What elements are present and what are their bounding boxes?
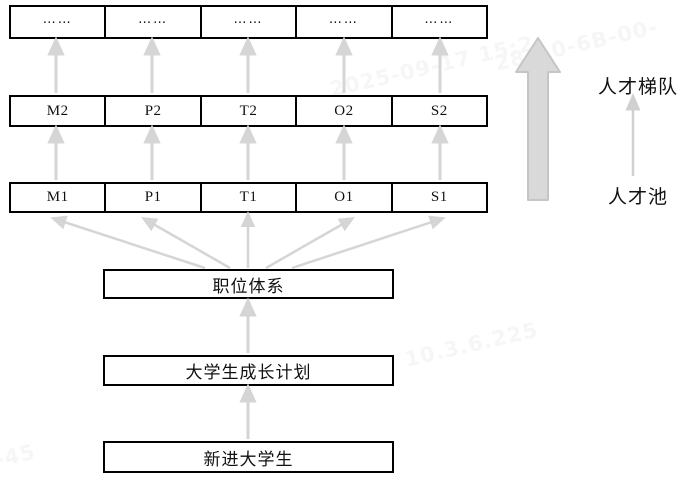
ellipsis-row: …… …… …… …… …… <box>9 5 488 39</box>
cell-p1: P1 <box>106 184 202 211</box>
box-growth-plan: 大学生成长计划 <box>103 355 394 386</box>
arrows-position-system-fanout <box>50 211 446 270</box>
label-talent-echelon: 人才梯队 <box>598 76 679 98</box>
big-growth-arrow <box>515 37 561 201</box>
level-2-row: M2 P2 T2 O2 S2 <box>9 95 488 127</box>
cell-p2: P2 <box>106 97 202 125</box>
arrows-level2-to-ellipsis <box>47 36 449 93</box>
cell-s2: S2 <box>430 102 448 119</box>
box-position-system: 职位体系 <box>103 269 394 299</box>
watermark-ip: 10.3.6.225 <box>402 317 541 372</box>
box-new-graduate: 新进大学生 <box>103 441 394 473</box>
ellipsis-cell-1: …… <box>11 7 107 37</box>
cell-t1: T1 <box>202 184 298 211</box>
cell-o2: O2 <box>297 97 393 125</box>
cell-t2: T2 <box>202 97 298 125</box>
cell-s1: S1 <box>430 189 448 205</box>
watermark-tail: 6-45 <box>0 439 38 476</box>
cell-o1: O1 <box>297 184 393 211</box>
level-1-row: M1 P1 T1 O1 S1 <box>9 182 488 213</box>
ellipsis-cell-3: …… <box>202 7 298 37</box>
ellipsis-cell-4: …… <box>297 7 393 37</box>
cell-m2: M2 <box>11 97 107 125</box>
watermark-date: 2025-09-17 15:2 <box>327 31 537 102</box>
watermark-mac: 28-A0-6B-00- <box>492 14 661 76</box>
ellipsis-cell-2: …… <box>106 7 202 37</box>
cell-m1: M1 <box>11 184 107 211</box>
label-talent-pool: 人才池 <box>608 186 669 208</box>
arrows-level1-to-level2 <box>47 124 449 180</box>
ellipsis-cell-5: …… <box>424 12 455 27</box>
